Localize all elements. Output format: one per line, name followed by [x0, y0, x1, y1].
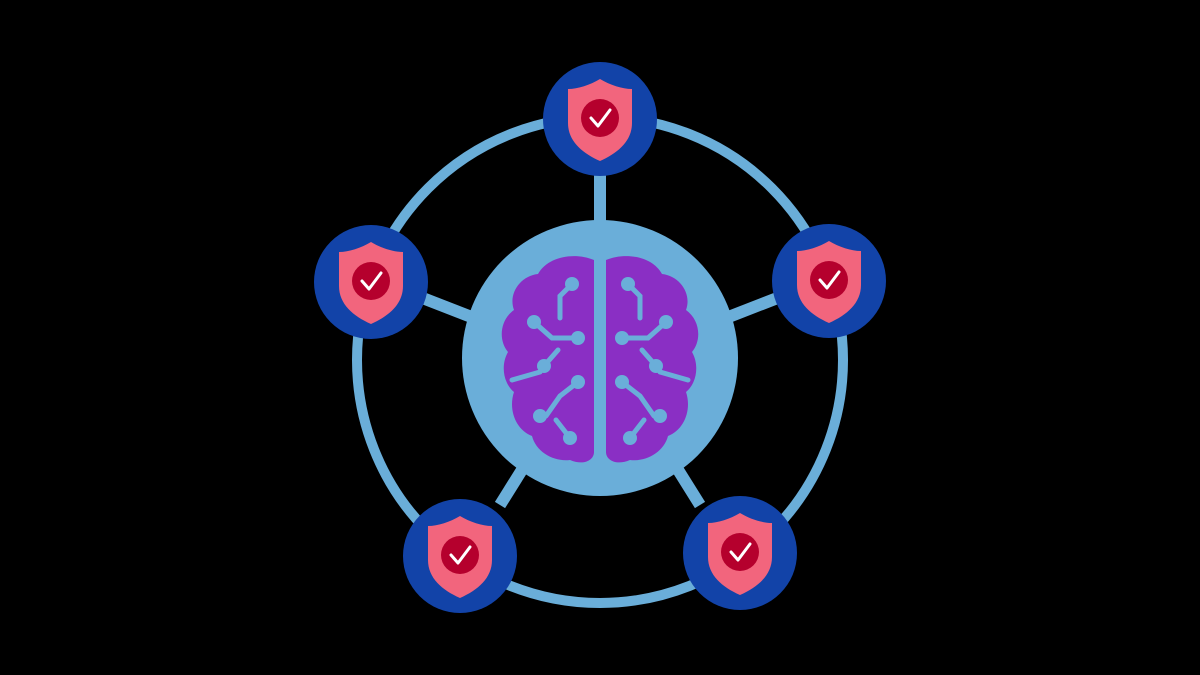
- circuit-node: [565, 277, 579, 291]
- check-badge: [581, 99, 619, 137]
- shield-check-icon: [797, 241, 861, 323]
- circuit-node: [527, 315, 541, 329]
- circuit-node: [649, 359, 663, 373]
- node-left: [314, 225, 428, 339]
- check-badge: [441, 536, 479, 574]
- circuit-node: [621, 277, 635, 291]
- spoke: [669, 461, 706, 509]
- spoke: [723, 291, 783, 324]
- circuit-node: [571, 331, 585, 345]
- node-right: [772, 224, 886, 338]
- circuit-node: [615, 375, 629, 389]
- spoke: [494, 461, 531, 509]
- check-badge: [352, 262, 390, 300]
- check-mark: [589, 108, 612, 128]
- circuit-node: [615, 331, 629, 345]
- shield-check-icon: [428, 516, 492, 598]
- center-disc: [462, 220, 738, 496]
- circuit-node: [571, 375, 585, 389]
- check-mark: [729, 542, 752, 562]
- circuit-node: [653, 409, 667, 423]
- brain-circuit-nodes: [527, 277, 673, 445]
- circuit-trace: [619, 379, 657, 419]
- spokes: [417, 170, 783, 509]
- circuit-node: [563, 431, 577, 445]
- circuit-trace: [531, 319, 581, 341]
- circuit-trace: [543, 379, 581, 419]
- node-top: [543, 62, 657, 176]
- check-badge: [810, 261, 848, 299]
- check-mark: [449, 545, 472, 565]
- check-badge: [721, 533, 759, 571]
- circuit-node: [537, 359, 551, 373]
- node-bottom-left: [403, 499, 517, 613]
- circuit-node: [659, 315, 673, 329]
- node-bottom-right: [683, 496, 797, 610]
- circuit-trace: [657, 369, 691, 383]
- circuit-trace: [509, 369, 543, 383]
- check-mark: [818, 270, 841, 290]
- spoke: [417, 291, 477, 324]
- check-mark: [360, 271, 383, 291]
- circuit-trace: [619, 319, 669, 341]
- circuit-node: [533, 409, 547, 423]
- shield-check-icon: [568, 79, 632, 161]
- shield-check-icon: [708, 513, 772, 595]
- circuit-node: [623, 431, 637, 445]
- shield-check-icon: [339, 242, 403, 324]
